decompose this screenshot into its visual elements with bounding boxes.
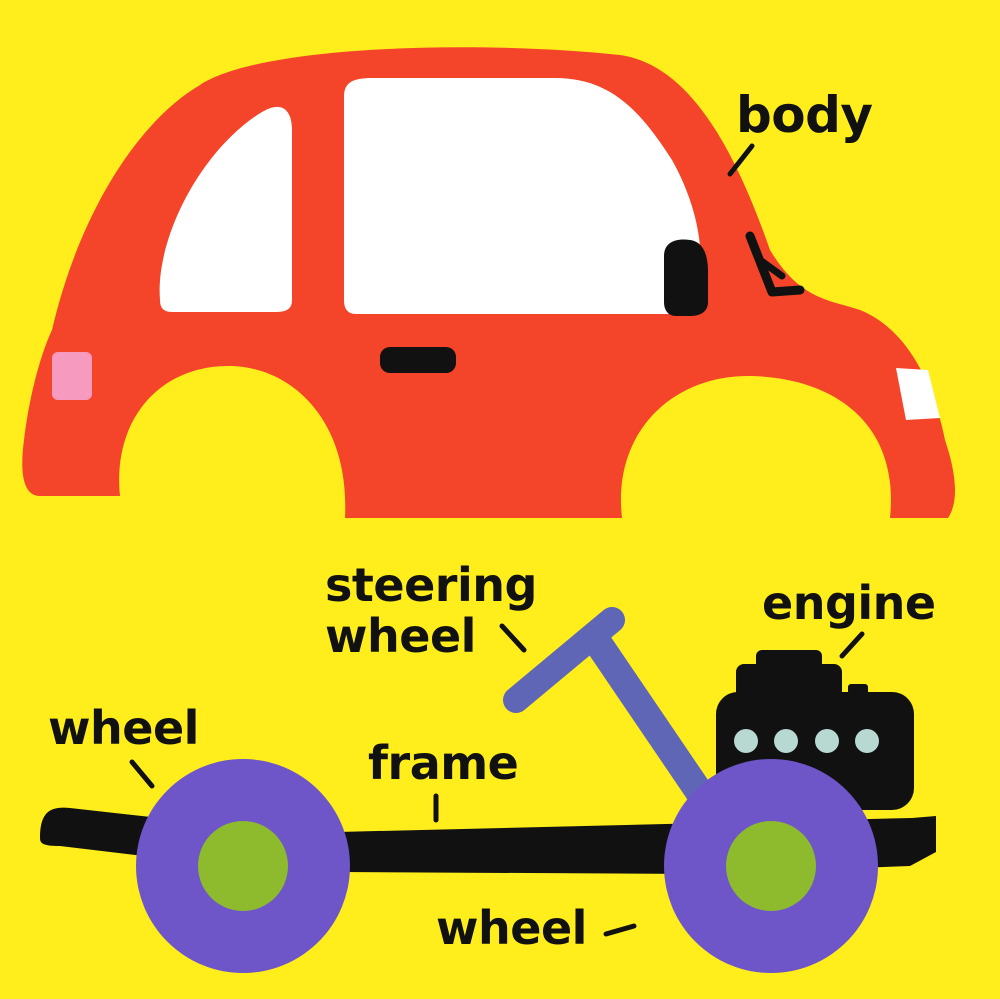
chassis bbox=[40, 607, 936, 973]
label-wheel-left: wheel bbox=[48, 701, 199, 755]
engine-dot bbox=[774, 729, 798, 753]
tail-light bbox=[52, 352, 92, 400]
wiper bbox=[745, 231, 805, 297]
hub bbox=[198, 821, 288, 911]
engine-top bbox=[736, 664, 842, 708]
engine-dot bbox=[734, 729, 758, 753]
hub bbox=[726, 821, 816, 911]
engine-cap bbox=[756, 650, 822, 674]
leader-lines bbox=[129, 143, 865, 937]
steering-column bbox=[582, 626, 720, 816]
engine-side-box bbox=[836, 694, 880, 724]
car-body bbox=[22, 47, 956, 518]
label-frame: frame bbox=[368, 736, 519, 790]
engine-dot bbox=[855, 729, 879, 753]
engine-side-knob bbox=[848, 684, 868, 698]
side-mirror bbox=[664, 239, 708, 316]
wheel-rear bbox=[136, 759, 350, 973]
leader-line-body bbox=[727, 143, 755, 177]
steering-wheel-bar bbox=[503, 607, 625, 713]
label-steering-line1: steering bbox=[325, 558, 537, 612]
engine-dot bbox=[815, 729, 839, 753]
front-window bbox=[344, 78, 701, 314]
label-steering-line2: wheel bbox=[325, 608, 476, 663]
headlight bbox=[896, 368, 940, 420]
leader-line-wheel-bottom bbox=[603, 923, 637, 937]
wiper-arm bbox=[756, 256, 786, 280]
leader-line-wheel-left bbox=[129, 759, 155, 789]
label-wheel-bottom: wheel bbox=[436, 901, 587, 955]
leader-line-engine bbox=[839, 631, 865, 659]
leader-line-steering bbox=[499, 623, 527, 653]
door-handle bbox=[380, 347, 456, 373]
label-steering-wheel: steering wheel bbox=[325, 560, 537, 661]
wheel-front bbox=[664, 759, 878, 973]
label-engine: engine bbox=[762, 576, 936, 630]
rear-window bbox=[159, 106, 292, 312]
label-body: body bbox=[736, 86, 873, 144]
engine bbox=[716, 650, 914, 810]
